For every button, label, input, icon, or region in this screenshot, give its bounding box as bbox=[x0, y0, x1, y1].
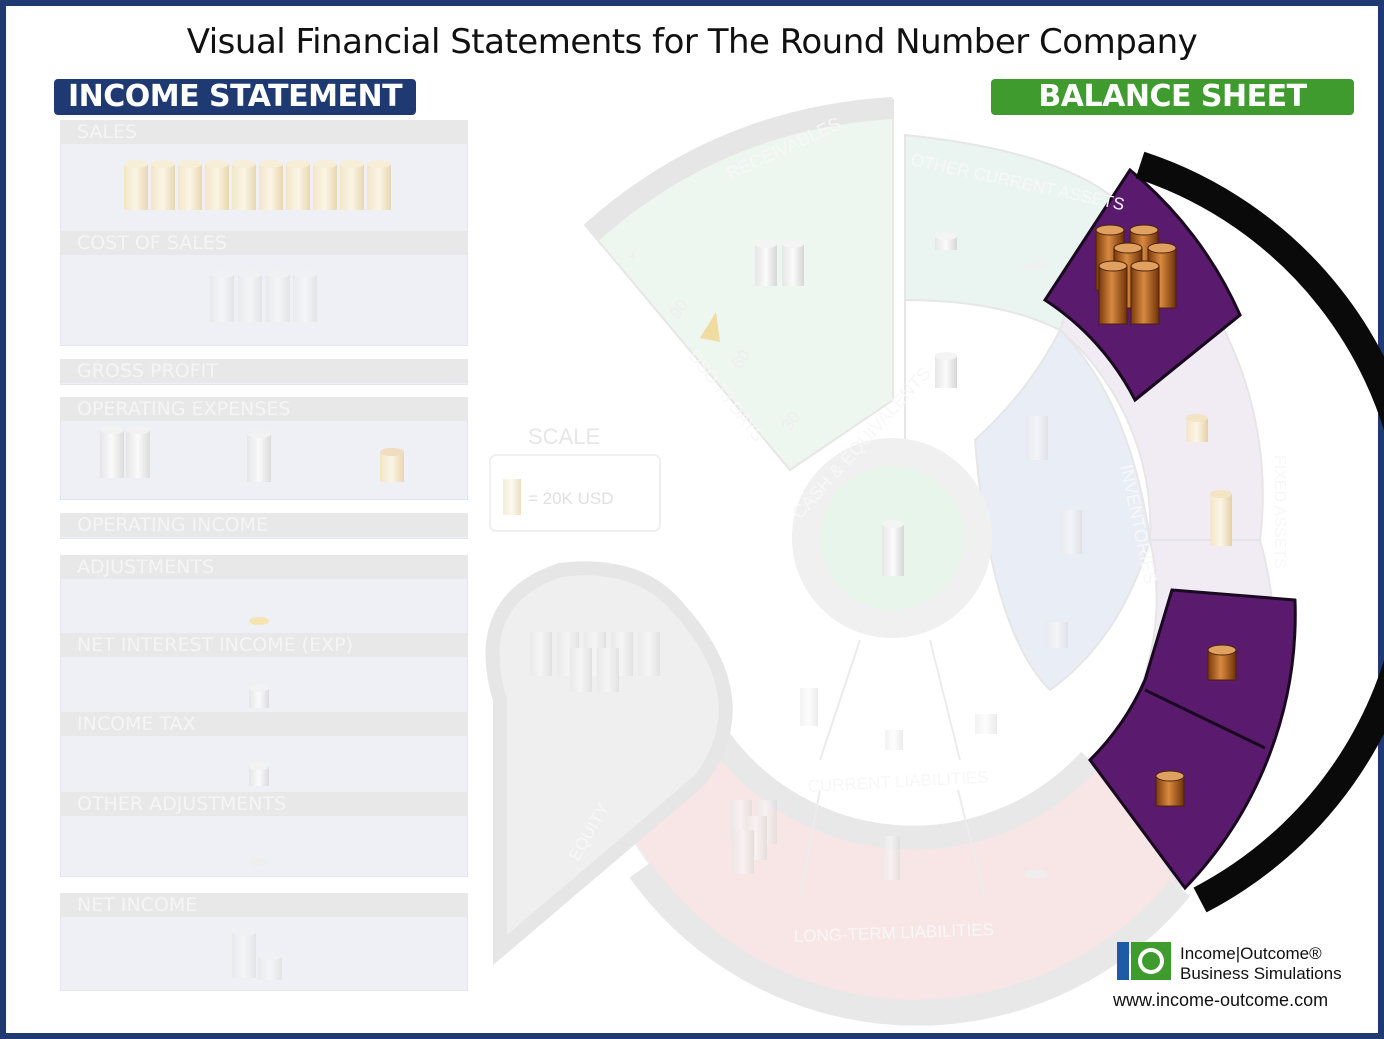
dso-pointer bbox=[700, 312, 720, 342]
cost-of-sales-label: COST OF SALES bbox=[60, 231, 468, 255]
sales-label: SALES bbox=[60, 120, 468, 144]
dso-plus: + bbox=[628, 249, 637, 266]
net-interest-label: NET INTEREST INCOME (EXP) bbox=[60, 633, 468, 657]
page-title: Visual Financial Statements for The Roun… bbox=[186, 22, 1198, 62]
scale-legend: = 20K USD bbox=[528, 489, 614, 508]
operating-expenses-label: OPERATING EXPENSES bbox=[60, 397, 468, 421]
fixed-assets-bottom-highlight bbox=[1088, 588, 1297, 891]
fixed-assets-arc bbox=[1135, 151, 1384, 913]
income-statement-banner: INCOME STATEMENT bbox=[54, 79, 416, 115]
balance-sheet-banner: BALANCE SHEET bbox=[991, 79, 1354, 115]
scale-label: SCALE bbox=[528, 424, 600, 449]
scale-box bbox=[489, 454, 661, 532]
income-outcome-logo bbox=[1117, 942, 1171, 980]
income-tax-label: INCOME TAX bbox=[60, 712, 468, 736]
logo-url[interactable]: www.income-outcome.com bbox=[1113, 990, 1329, 1010]
fixed-assets-label: FIXED ASSETS bbox=[1290, 445, 1315, 602]
long-term-liabilities-band bbox=[629, 862, 1191, 1026]
fixed-assets-inner-label: FIXED ASSETS bbox=[1271, 455, 1288, 569]
fixed-assets-coins bbox=[1095, 224, 1237, 807]
adjustments-label: ADJUSTMENTS bbox=[60, 555, 468, 579]
logo-line1: Income|Outcome® bbox=[1180, 944, 1322, 963]
operating-income-label: OPERATING INCOME bbox=[60, 513, 468, 537]
current-liabilities-label: CURRENT LIABILITIES bbox=[807, 768, 989, 796]
scale-coin bbox=[503, 479, 521, 515]
net-income-label: NET INCOME bbox=[60, 893, 468, 917]
logo-line2: Business Simulations bbox=[1180, 964, 1342, 983]
other-adjustments-label: OTHER ADJUSTMENTS bbox=[60, 792, 468, 816]
current-liabilities-band bbox=[710, 732, 1099, 850]
gross-profit-label: GROSS PROFIT bbox=[60, 359, 468, 383]
